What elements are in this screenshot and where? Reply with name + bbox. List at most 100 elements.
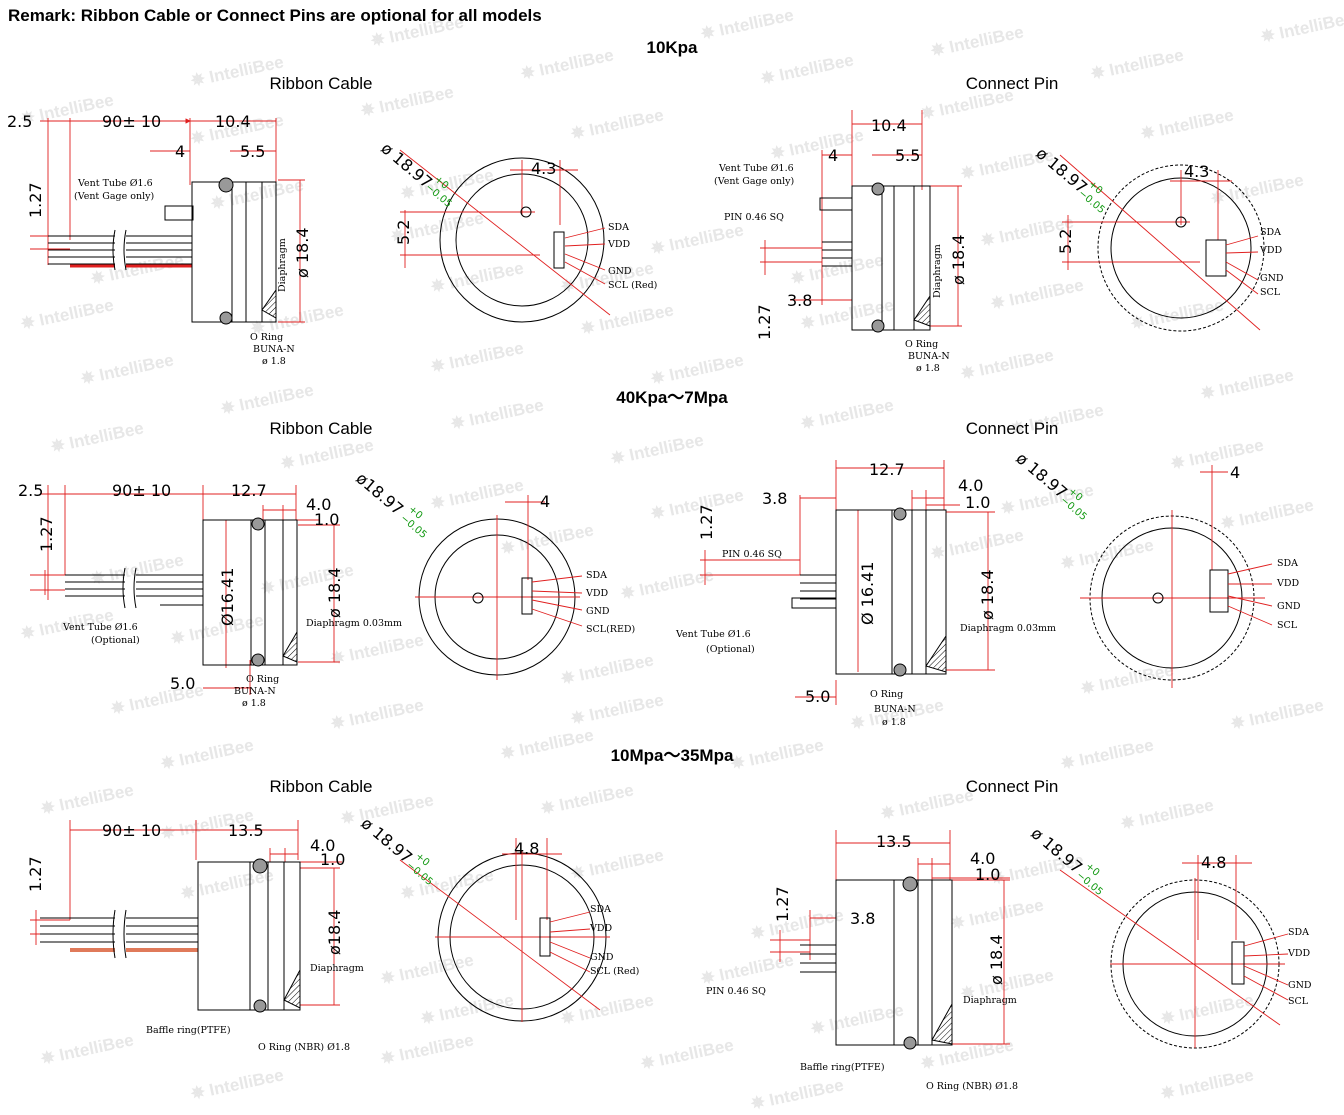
label-buna-b: BUNA-N: [908, 351, 950, 362]
subtitle-ribbon-3: Ribbon Cable: [269, 777, 373, 796]
label-oring-e: O Ring (NBR) Ø1.8: [258, 1042, 350, 1053]
dim-12-7-d: 12.7: [869, 460, 905, 479]
dim-2-5-a: 2.5: [7, 112, 32, 131]
dim-5-0-d: 5.0: [805, 687, 830, 706]
label-oring-size-c: ø 1.8: [242, 698, 266, 709]
label-vent-tube-b: Vent Tube Ø1.6: [718, 163, 794, 174]
section-title-40kpa: 40Kpa～7Mpa: [616, 388, 728, 407]
subtitle-connect-3: Connect Pin: [965, 777, 1059, 796]
label-diaphragm-a: Diaphragm: [277, 238, 288, 292]
drawing-10kpa-ribbon-side: [30, 118, 305, 325]
subtitle-ribbon-2: Ribbon Cable: [269, 419, 373, 438]
dim-4-c: 4: [540, 492, 550, 511]
dim-2-5-c: 2.5: [18, 481, 43, 500]
pin-vdd-a: VDD: [607, 239, 630, 250]
remark-text: Remark: Ribbon Cable or Connect Pins are…: [8, 6, 542, 25]
pin-scl-c: SCL(RED): [586, 624, 635, 635]
pin-gnd-d: GND: [1277, 601, 1301, 612]
dim-16-41-c: Ø16.41: [218, 568, 237, 626]
drawing-10kpa-ribbon-top: [399, 149, 611, 323]
label-vent-tube-d: Vent Tube Ø1.6: [675, 629, 751, 640]
dim-18-4-c: ø 18.4: [325, 568, 344, 619]
dim-4-0-d: 4.0: [958, 476, 983, 495]
dim-18-4-e: ø18.4: [325, 910, 344, 955]
label-optional-d: (Optional): [706, 644, 755, 655]
dim-3-8-f: 3.8: [850, 909, 875, 928]
subtitle-connect-2: Connect Pin: [965, 419, 1059, 438]
dim-1-27-c: 1.27: [37, 516, 56, 552]
label-buna-c: BUNA-N: [234, 686, 276, 697]
dim-4-0-e: 4.0: [310, 836, 335, 855]
drawing-10kpa-pin-top: [1059, 154, 1265, 332]
dim-3-8-d: 3.8: [762, 489, 787, 508]
label-diaphragm-f: Diaphragm: [963, 995, 1017, 1006]
label-vent-tube-a: Vent Tube Ø1.6: [77, 178, 153, 189]
pin-vdd-e: VDD: [589, 923, 612, 934]
dim-4-8-f: 4.8: [1201, 853, 1226, 872]
dim-tol-e: ø 18.97: [357, 814, 416, 868]
label-oring-c: O Ring: [246, 674, 279, 685]
label-vent-gage-a: (Vent Gage only): [74, 191, 154, 202]
pin-scl-b: SCL: [1260, 287, 1281, 298]
pin-sda-a: SDA: [608, 222, 629, 233]
dim-4-b: 4: [828, 146, 838, 165]
dim-4-d: 4: [1230, 463, 1240, 482]
section-title-10kpa: 10Kpa: [646, 38, 698, 57]
dim-4-0-c: 4.0: [306, 495, 331, 514]
dim-90-c: 90± 10: [112, 481, 171, 500]
pin-sda-b: SDA: [1260, 227, 1281, 238]
label-pin-sq-d: PIN 0.46 SQ: [722, 549, 782, 560]
dim-10-4-a: 10.4: [215, 112, 251, 131]
pin-scl-d: SCL: [1277, 620, 1298, 631]
pin-scl-a: SCL (Red): [608, 280, 657, 291]
dim-18-4-d: ø 18.4: [978, 570, 997, 621]
dim-1-27-e: 1.27: [26, 856, 45, 892]
dim-4-8-e: 4.8: [514, 839, 539, 858]
pin-sda-f: SDA: [1288, 927, 1309, 938]
pin-vdd-d: VDD: [1276, 578, 1299, 589]
dim-3-8-b: 3.8: [787, 291, 812, 310]
drawing-10mpa-ribbon-top: [399, 838, 610, 1022]
pin-scl-e: SCL (Red): [590, 966, 639, 977]
label-baffle-f: Baffle ring(PTFE): [800, 1062, 885, 1073]
dim-16-41-d: Ø 16.41: [858, 562, 877, 625]
label-oring-f: O Ring (NBR) Ø1.8: [926, 1081, 1018, 1092]
drawing-10mpa-ribbon-side: [30, 820, 342, 1013]
pin-sda-e: SDA: [590, 904, 611, 915]
label-oring-a: O Ring: [250, 332, 283, 343]
dim-1-0-c: 1.0: [314, 510, 339, 529]
dim-1-0-d: 1.0: [965, 493, 990, 512]
dim-5-2-a: 5.2: [394, 220, 413, 245]
dim-4-a: 4: [175, 142, 185, 161]
label-vent-gage-b: (Vent Gage only): [714, 176, 794, 187]
pin-vdd-b: VDD: [1259, 245, 1282, 256]
label-diaphragm-d: Diaphragm 0.03mm: [960, 623, 1056, 634]
subtitle-ribbon-1: Ribbon Cable: [269, 74, 373, 93]
dim-1-27-b: 1.27: [755, 304, 774, 340]
pin-sda-d: SDA: [1277, 558, 1298, 569]
drawing-10mpa-pin-top: [1059, 855, 1289, 1049]
drawing-10mpa-pin-side: [770, 830, 1010, 1050]
pin-gnd-f: GND: [1288, 980, 1312, 991]
label-diaphragm-b: Diaphragm: [932, 244, 943, 298]
dim-18-4-f: ø 18.4: [987, 935, 1006, 986]
dim-1-0-e: 1.0: [320, 850, 345, 869]
pin-gnd-e: GND: [590, 952, 614, 963]
label-oring-size-b: ø 1.8: [916, 363, 940, 374]
pin-gnd-b: GND: [1260, 273, 1284, 284]
label-buna-d: BUNA-N: [874, 704, 916, 715]
dim-18-4-a: ø 18.4: [293, 228, 312, 279]
label-optional-c: (Optional): [91, 635, 140, 646]
drawing-40kpa-pin-top: [1080, 465, 1273, 688]
drawing-40kpa-ribbon-top: [415, 495, 583, 680]
dim-1-27-f: 1.27: [773, 886, 792, 922]
dim-5-5-a: 5.5: [240, 142, 265, 161]
subtitle-connect-1: Connect Pin: [965, 74, 1059, 93]
label-oring-d: O Ring: [870, 689, 903, 700]
dim-12-7-c: 12.7: [231, 481, 267, 500]
dim-1-27-a: 1.27: [26, 182, 45, 218]
pin-gnd-c: GND: [586, 606, 610, 617]
drawing-40kpa-ribbon-side: [30, 485, 340, 695]
dim-90-a: 90± 10: [102, 112, 161, 131]
